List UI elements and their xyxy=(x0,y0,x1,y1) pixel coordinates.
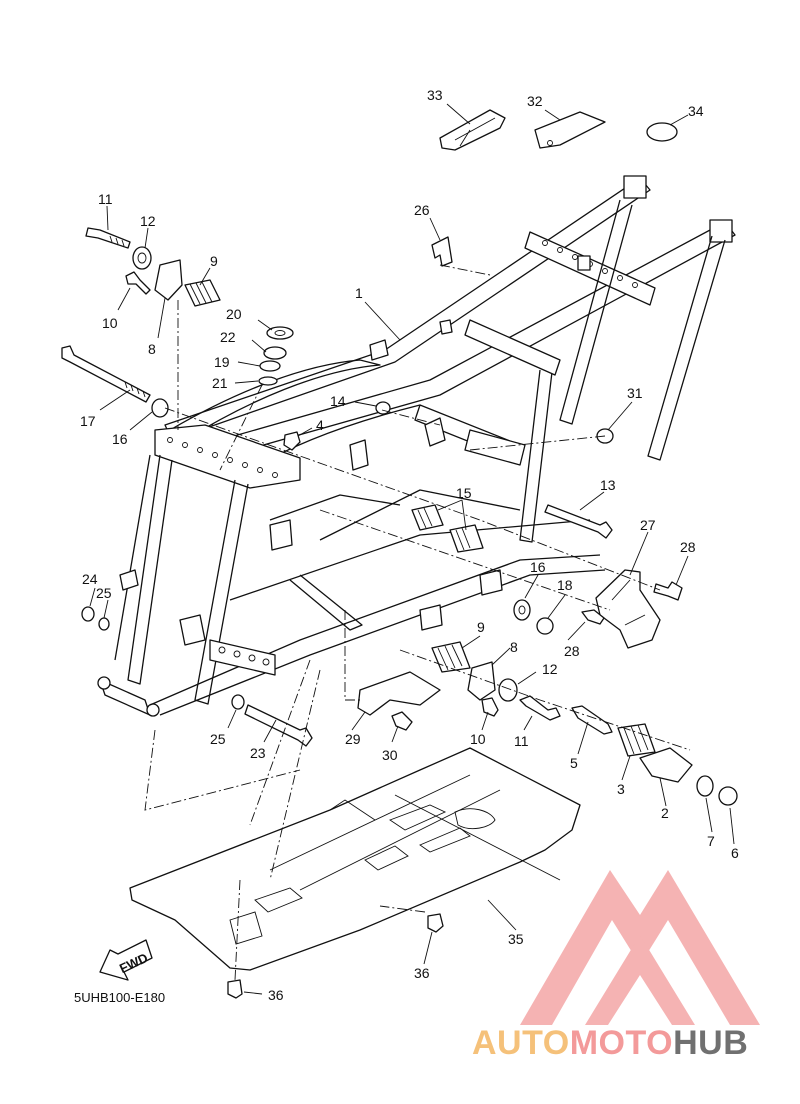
callout-9-lower: 9 xyxy=(477,619,485,635)
callout-36-left: 36 xyxy=(268,987,284,1003)
callout-30: 30 xyxy=(382,747,398,763)
callout-35: 35 xyxy=(508,931,524,947)
callout-36-right: 36 xyxy=(414,965,430,981)
callout-13: 13 xyxy=(600,477,616,493)
callout-22: 22 xyxy=(220,329,236,345)
callout-32: 32 xyxy=(527,93,543,109)
fwd-arrow-icon: FWD xyxy=(99,939,153,981)
callout-10-upper: 10 xyxy=(102,315,118,331)
callout-19: 19 xyxy=(214,354,230,370)
brand-moto: MOTO xyxy=(570,1024,673,1062)
watermark-brand: AUTOMOTOHUB xyxy=(472,1024,748,1062)
callout-11-lower: 11 xyxy=(514,733,529,749)
part-11-bolt-upper xyxy=(85,227,131,249)
callout-26: 26 xyxy=(414,202,430,218)
callout-20: 20 xyxy=(226,306,242,322)
callout-16-upper: 16 xyxy=(112,431,128,447)
callout-28-lower: 28 xyxy=(564,643,580,659)
callout-23: 23 xyxy=(250,745,266,761)
callout-27: 27 xyxy=(640,517,656,533)
callout-2: 2 xyxy=(661,805,669,821)
brand-auto: AUTO xyxy=(472,1024,570,1062)
skid-plate xyxy=(129,747,581,971)
callout-14: 14 xyxy=(330,393,346,409)
callout-15: 15 xyxy=(456,485,472,501)
callout-17: 17 xyxy=(80,413,96,429)
part-23-bolt xyxy=(244,704,313,747)
callout-12-lower: 12 xyxy=(542,661,558,677)
callout-7: 7 xyxy=(707,833,715,849)
parts-group xyxy=(61,109,738,999)
part-13-bolt xyxy=(544,504,613,539)
callout-18: 18 xyxy=(557,577,573,593)
callout-8-lower: 8 xyxy=(510,639,518,655)
brand-hub: HUB xyxy=(673,1024,748,1062)
callout-5: 5 xyxy=(570,755,578,771)
callout-6: 6 xyxy=(731,845,739,861)
callout-16-lower: 16 xyxy=(530,559,546,575)
part-32-plate xyxy=(534,111,606,149)
part-17-long-bolt xyxy=(61,345,151,403)
callout-9-upper: 9 xyxy=(210,253,218,269)
callout-8-upper: 8 xyxy=(148,341,156,357)
leader-lines xyxy=(89,103,735,995)
callout-11-upper: 11 xyxy=(98,191,113,207)
part-34-ring xyxy=(646,122,678,142)
callout-34: 34 xyxy=(688,103,704,119)
watermark-logo xyxy=(520,870,760,1025)
callout-10-lower: 10 xyxy=(470,731,486,747)
part-26-bracket xyxy=(431,236,453,267)
callout-3: 3 xyxy=(617,781,625,797)
diagram-code: 5UHB100-E180 xyxy=(74,990,165,1005)
svg-text:AUTOMOTOHUB: AUTOMOTOHUB xyxy=(472,1024,748,1062)
callout-28-upper: 28 xyxy=(680,539,696,555)
callout-1: 1 xyxy=(355,285,363,301)
callout-4: 4 xyxy=(316,417,324,433)
callout-21: 21 xyxy=(212,375,228,391)
callout-25-upper: 25 xyxy=(96,585,112,601)
part-27-bracket xyxy=(595,569,661,649)
main-frame xyxy=(97,175,736,717)
assembly-dash-lines xyxy=(144,264,691,981)
callout-33: 33 xyxy=(427,87,443,103)
callout-29: 29 xyxy=(345,731,361,747)
callout-12-upper: 12 xyxy=(140,213,156,229)
callout-25-lower: 25 xyxy=(210,731,226,747)
part-35-skid-plate xyxy=(129,747,581,971)
callout-24: 24 xyxy=(82,571,98,587)
callout-31: 31 xyxy=(627,385,643,401)
part-29-bracket xyxy=(357,671,441,716)
callout-labels: 33 32 34 26 11 12 9 10 8 20 22 19 21 1 1… xyxy=(80,87,739,1003)
